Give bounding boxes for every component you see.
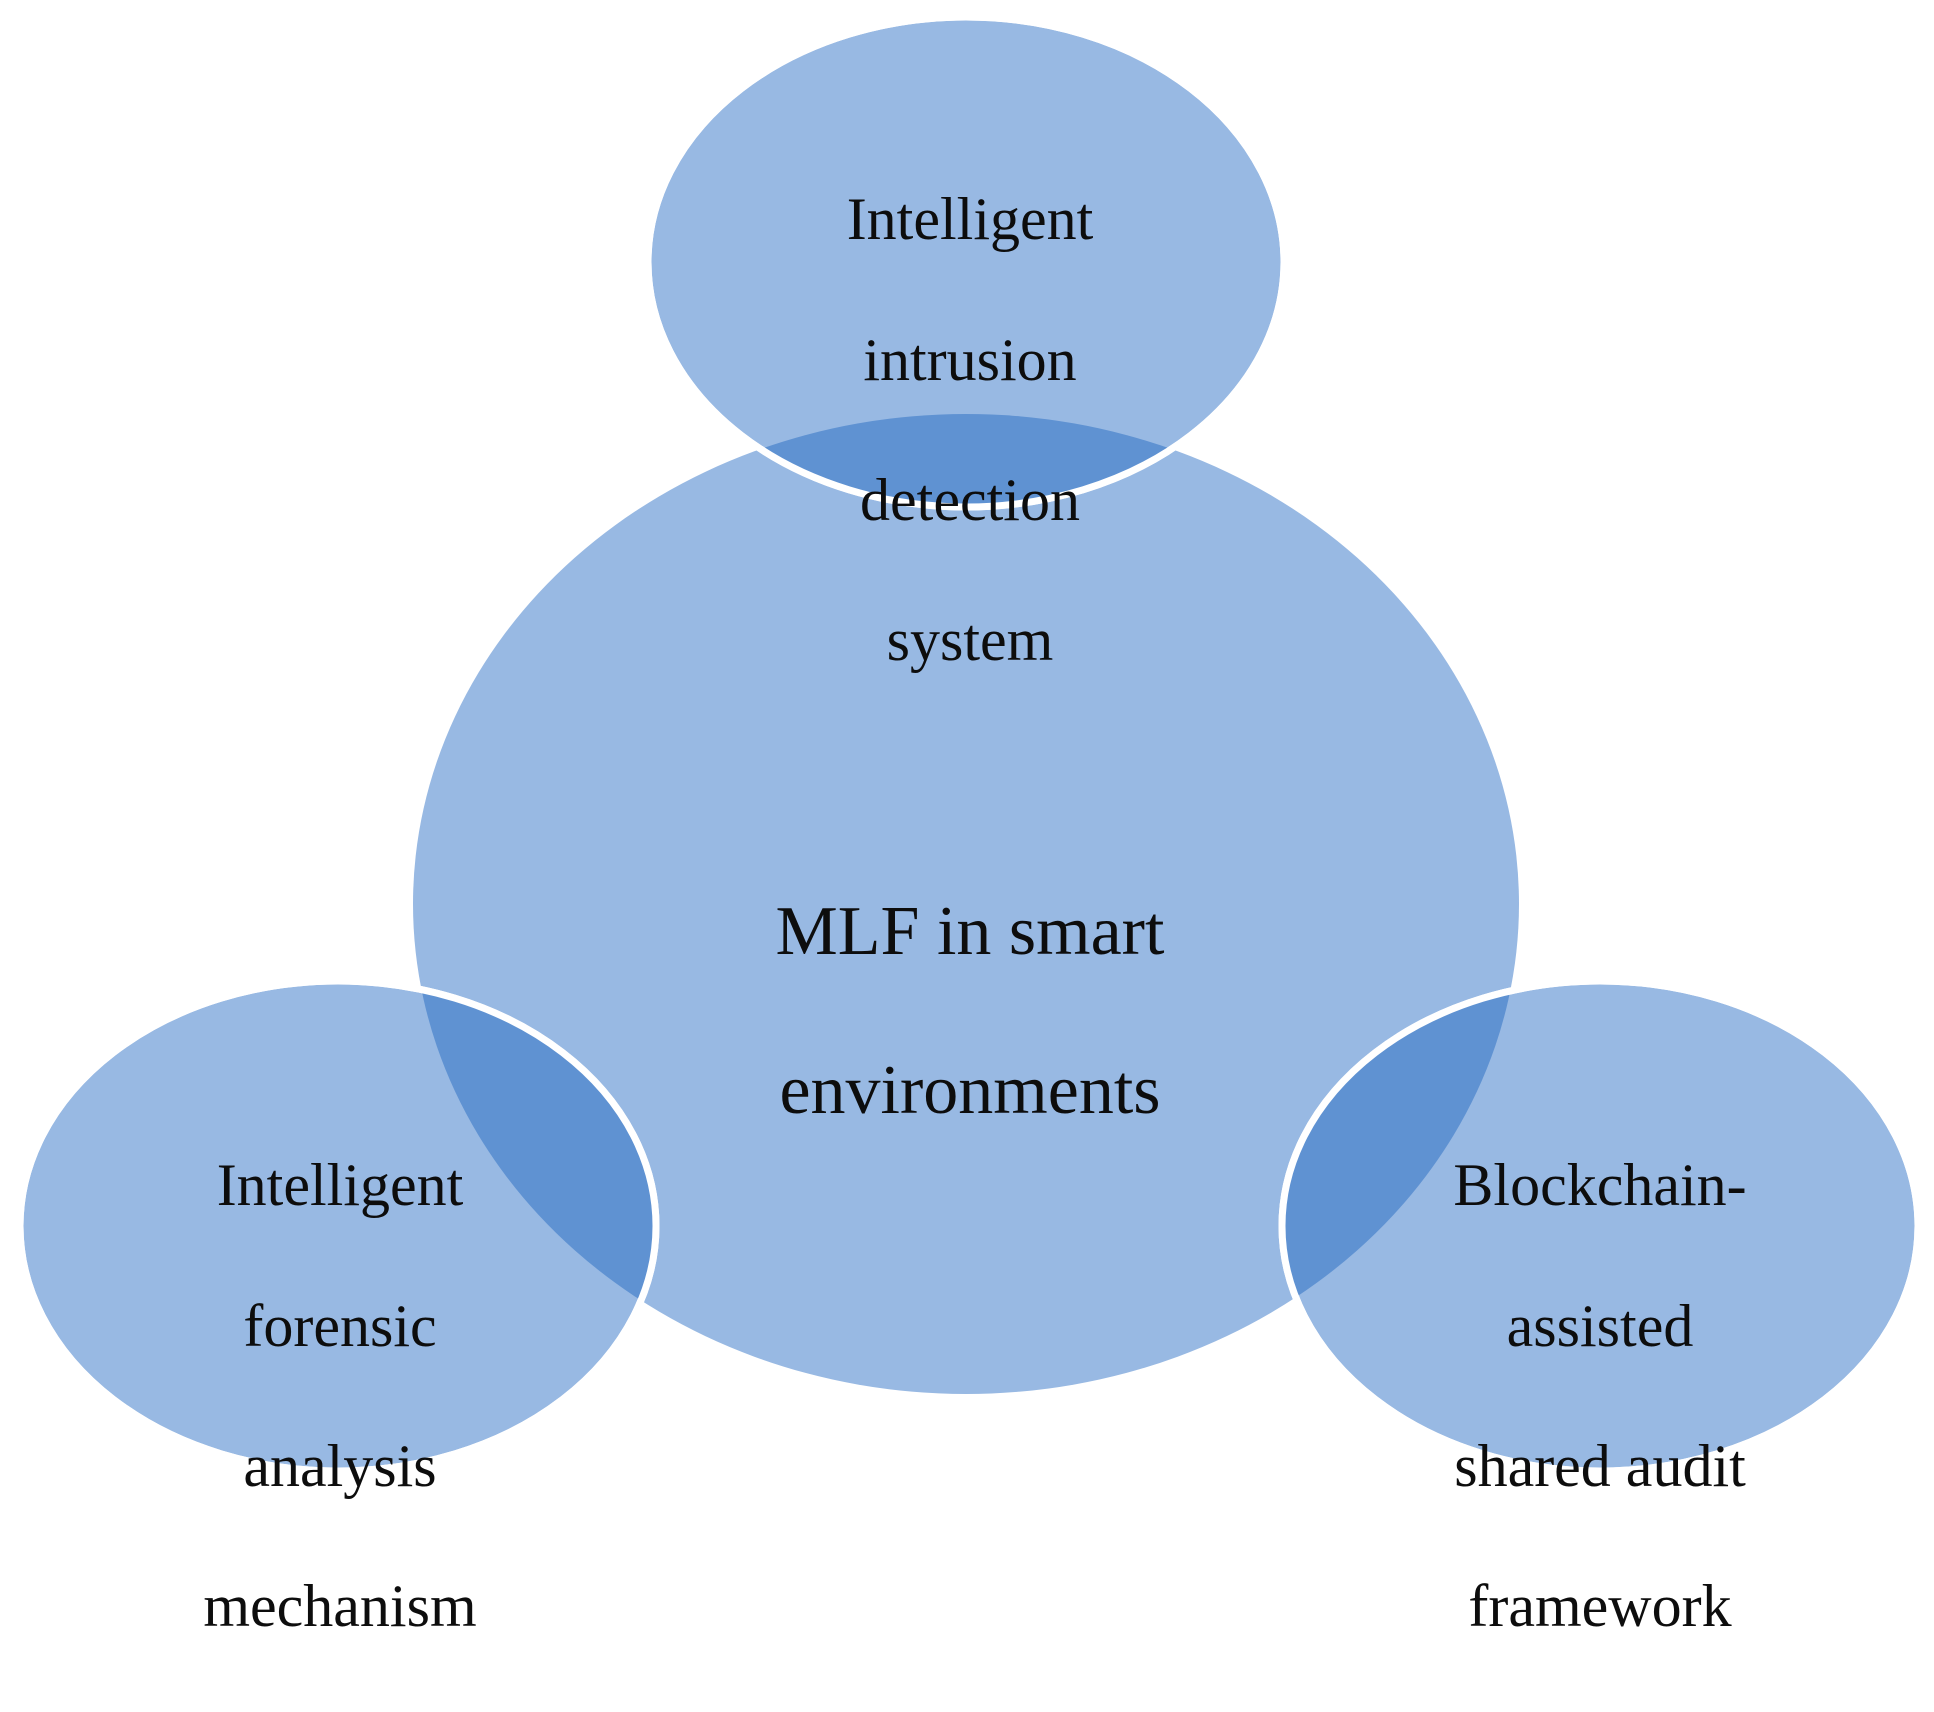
left-label: Intelligent forensic analysis mechanism	[110, 1080, 570, 1712]
center-label-line-2: environments	[779, 1052, 1161, 1130]
left-label-line-2: forensic	[243, 1292, 437, 1359]
venn-diagram	[16, 13, 1922, 1475]
top-label-line-4: system	[886, 607, 1054, 674]
top-label: Intelligent intrusion detection system	[750, 114, 1190, 746]
right-label-line-4: framework	[1468, 1573, 1732, 1640]
left-label-line-1: Intelligent	[216, 1152, 464, 1219]
top-circle-outline	[644, 13, 1288, 511]
right-label-line-1: Blockchain-	[1453, 1152, 1747, 1219]
top-label-line-2: intrusion	[863, 326, 1077, 393]
top-label-line-1: Intelligent	[846, 186, 1094, 253]
right-label-line-2: assisted	[1506, 1292, 1694, 1359]
center-circle	[413, 414, 1519, 1394]
right-label: Blockchain- assisted shared audit framew…	[1370, 1080, 1830, 1712]
left-label-line-4: mechanism	[203, 1573, 477, 1640]
left-circle-outline	[16, 977, 660, 1475]
top-label-line-3: detection	[860, 466, 1080, 533]
right-circle-outline	[1278, 977, 1922, 1475]
left-label-line-3: analysis	[243, 1432, 437, 1499]
center-label: MLF in smart environments	[640, 812, 1300, 1211]
center-label-line-1: MLF in smart	[775, 892, 1165, 970]
right-label-line-3: shared audit	[1454, 1432, 1746, 1499]
